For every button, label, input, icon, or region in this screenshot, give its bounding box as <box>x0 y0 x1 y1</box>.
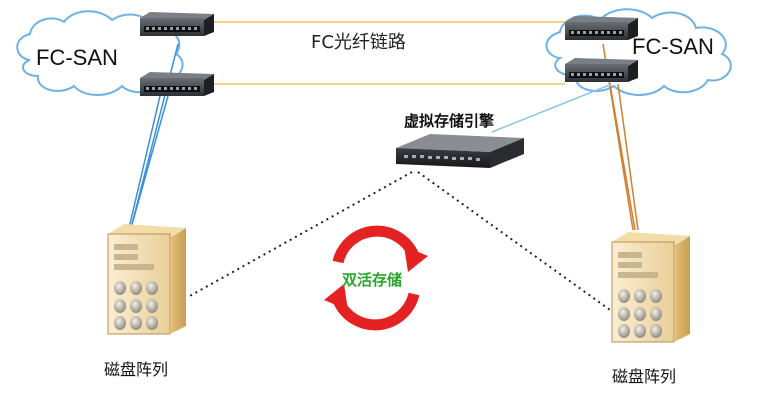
right-disk-array <box>611 232 690 343</box>
sync-cycle-icon <box>324 225 428 331</box>
engine-to-left-array-dotted <box>187 171 413 298</box>
virtual-storage-engine <box>396 134 524 168</box>
left-cloud-label: FC-SAN <box>36 45 118 70</box>
right-top-fc-switch <box>565 16 638 40</box>
engine-link <box>491 83 613 133</box>
left-top-fc-switch <box>140 12 214 36</box>
fc-switch-icon <box>140 72 214 96</box>
left-disk-array <box>107 224 186 335</box>
fc-switch-icon <box>565 58 638 82</box>
disk-array-icon <box>611 232 690 343</box>
fc-switch-icon <box>140 12 214 36</box>
left-san-link <box>130 95 169 229</box>
right-bottom-fc-switch <box>565 58 638 82</box>
fc-switch-icon <box>565 16 638 40</box>
storage-engine-icon <box>396 134 524 168</box>
right-array-label: 磁盘阵列 <box>612 367 676 386</box>
engine-to-right-array-dotted <box>417 171 611 311</box>
left-array-label: 磁盘阵列 <box>104 360 168 379</box>
fc-link-label: FC光纤链路 <box>311 32 406 53</box>
left-bottom-fc-switch <box>140 72 214 96</box>
active-active-label: 双活存储 <box>342 271 402 289</box>
engine-label: 虚拟存储引擎 <box>404 112 494 130</box>
disk-array-icon <box>107 224 186 335</box>
left-san-link <box>128 95 161 229</box>
right-san-link <box>609 83 636 231</box>
right-cloud-label: FC-SAN <box>632 34 714 59</box>
right-san-link <box>617 83 639 231</box>
